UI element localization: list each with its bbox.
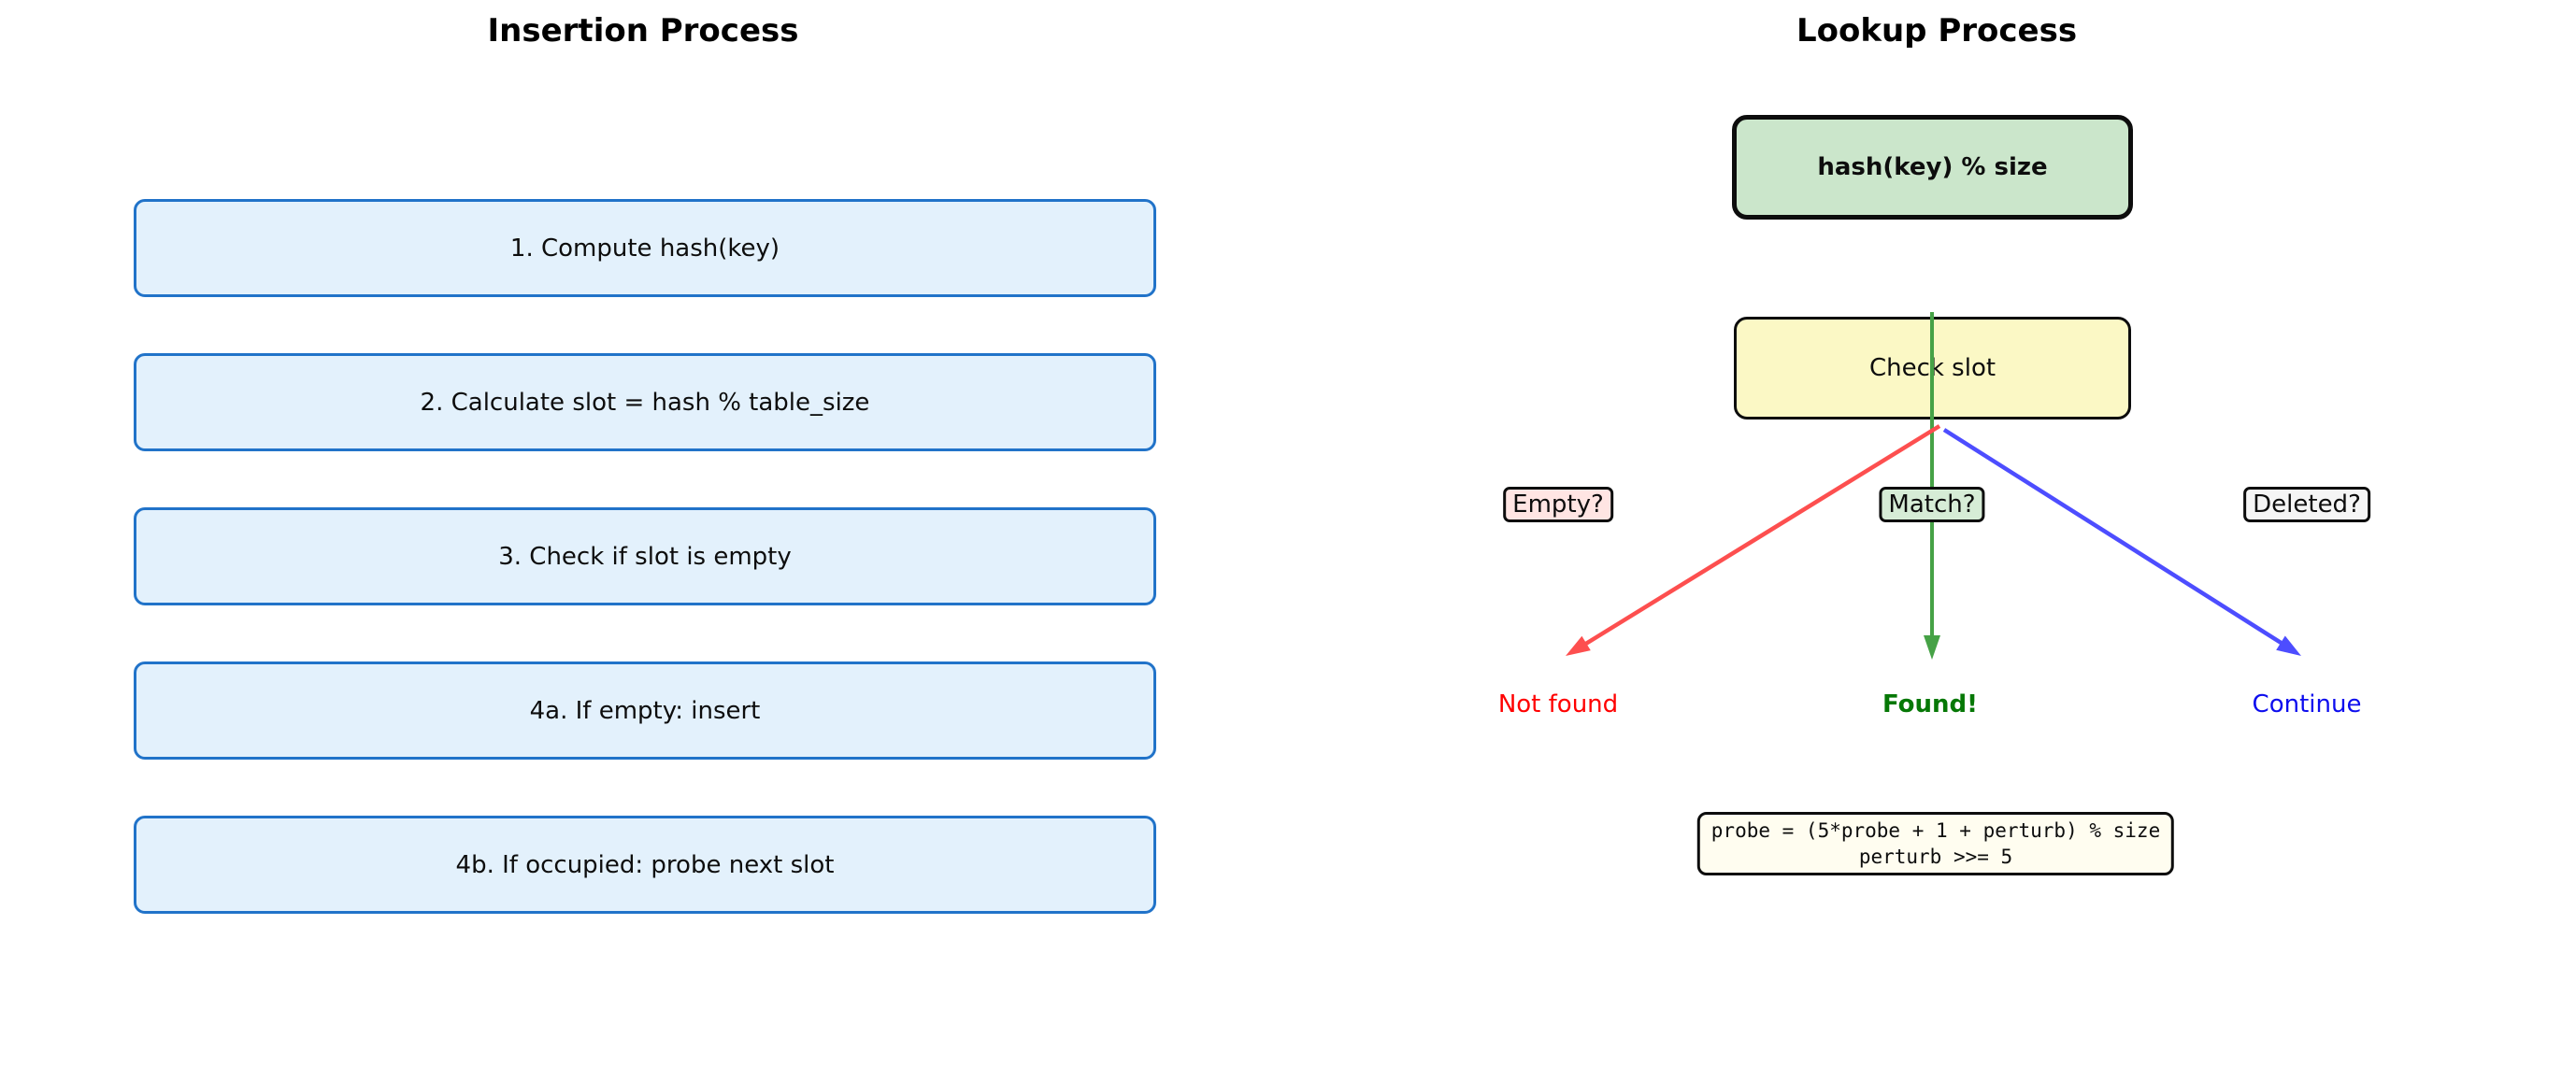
insertion-step-label: 3. Check if slot is empty xyxy=(498,542,792,571)
not-found-arrow-line xyxy=(1582,424,1941,647)
insertion-step-label: 2. Calculate slot = hash % table_size xyxy=(420,388,870,417)
outcome-continue: Continue xyxy=(2252,690,2362,718)
insertion-step-box-4a: 4a. If empty: insert xyxy=(134,661,1156,760)
outcome-found: Found! xyxy=(1882,690,1979,718)
insertion-step-box-1: 1. Compute hash(key) xyxy=(134,199,1156,297)
insertion-step-box-3: 3. Check if slot is empty xyxy=(134,507,1156,605)
insertion-process-title: Insertion Process xyxy=(487,12,799,50)
insertion-step-box-2: 2. Calculate slot = hash % table_size xyxy=(134,353,1156,451)
insertion-step-label: 4a. If empty: insert xyxy=(529,696,761,725)
branch-label-match: Match? xyxy=(1879,487,1985,522)
branch-label-deleted: Deleted? xyxy=(2243,487,2370,522)
continue-arrow-line xyxy=(1942,428,2284,646)
insertion-step-label: 4b. If occupied: probe next slot xyxy=(455,850,835,879)
probe-formula-line2: perturb >>= 5 xyxy=(1858,846,2013,868)
branch-label-empty: Empty? xyxy=(1503,487,1613,522)
insertion-step-label: 1. Compute hash(key) xyxy=(509,234,780,263)
hash-function-box: hash(key) % size xyxy=(1732,115,2133,220)
not-found-arrowhead-icon xyxy=(1566,635,1591,656)
probe-formula-box: probe = (5*probe + 1 + perturb) % size p… xyxy=(1696,812,2175,875)
found-arrowhead-icon xyxy=(1924,635,1940,660)
probe-formula-line1: probe = (5*probe + 1 + perturb) % size xyxy=(1710,819,2161,842)
check-slot-box: Check slot xyxy=(1734,317,2131,420)
check-slot-label: Check slot xyxy=(1868,354,1996,382)
continue-arrowhead-icon xyxy=(2276,635,2301,656)
lookup-process-title: Lookup Process xyxy=(1796,12,2078,50)
outcome-not-found: Not found xyxy=(1497,690,1619,718)
hash-function-label: hash(key) % size xyxy=(1817,153,2048,181)
insertion-step-box-4b: 4b. If occupied: probe next slot xyxy=(134,816,1156,914)
